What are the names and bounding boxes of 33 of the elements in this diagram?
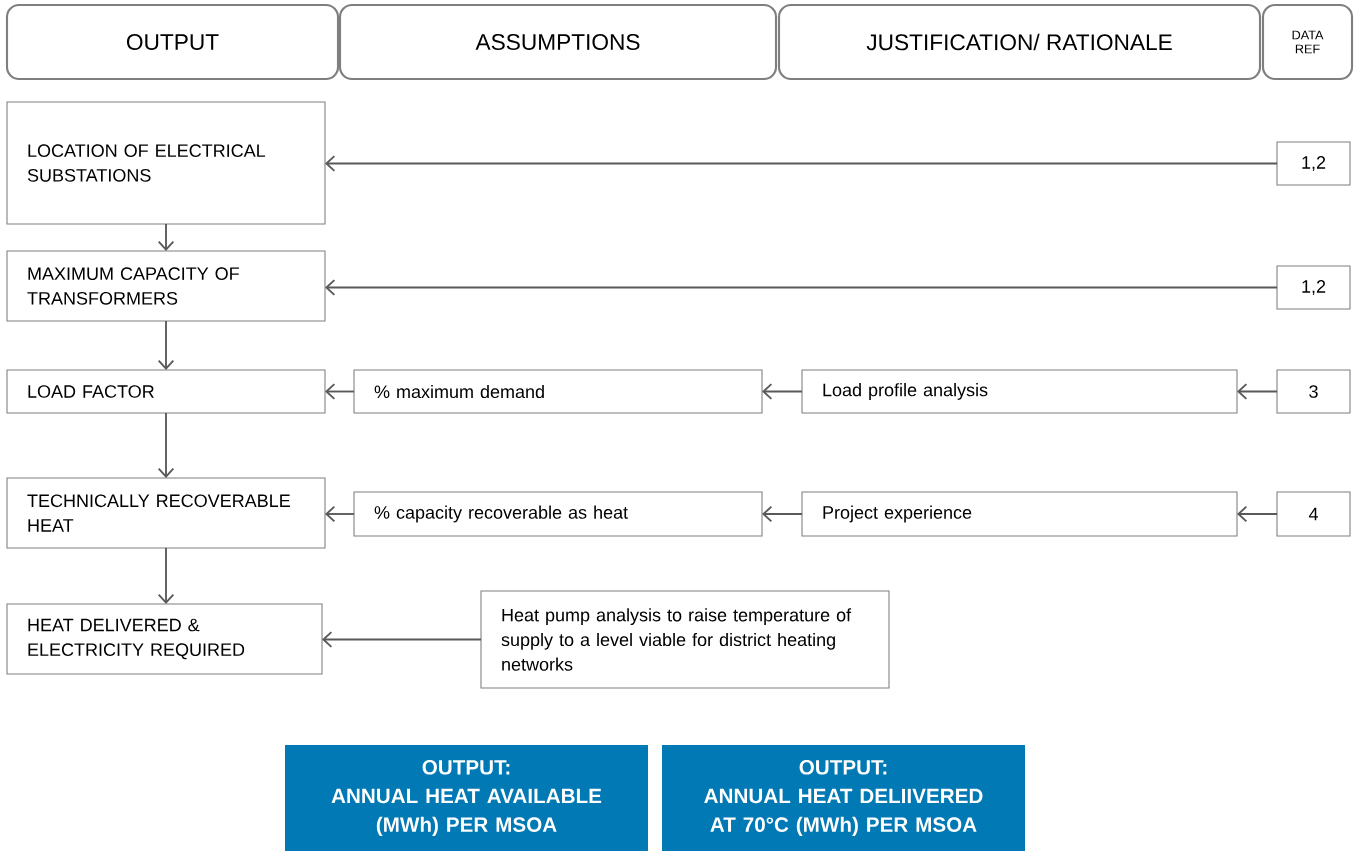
output-box: OUTPUT: ANNUAL HEAT AVAILABLE (MWh) PER MSOA	[285, 745, 648, 851]
column-header: ASSUMPTIONS	[338, 3, 778, 81]
arrow	[1237, 505, 1278, 523]
process-box: MAXIMUM CAPACITY OF TRANSFORMERS	[6, 250, 326, 322]
process-box: Heat pump analysis to raise temperature of supply to a level viable for district heating networks	[480, 590, 890, 689]
column-header: OUTPUT	[5, 3, 340, 81]
arrow	[762, 505, 803, 523]
arrow	[157, 412, 175, 478]
output-box: OUTPUT: ANNUAL HEAT DELIIVERED AT 70°C (MWh) PER MSOA	[662, 745, 1025, 851]
process-box: LOAD FACTOR	[6, 369, 326, 414]
reference-box: 4	[1276, 491, 1351, 537]
arrow	[322, 631, 482, 648]
reference-box: 1,2	[1276, 141, 1351, 186]
process-box: % maximum demand	[353, 369, 763, 414]
arrow	[157, 320, 175, 370]
arrow	[325, 383, 355, 400]
reference-box: 1,2	[1276, 265, 1351, 310]
arrow	[762, 383, 803, 400]
process-box: LOCATION OF ELECTRICAL SUBSTATIONS	[6, 101, 326, 225]
process-box: % capacity recoverable as heat	[353, 491, 763, 537]
process-box: HEAT DELIVERED & ELECTRICITY REQUIRED	[6, 603, 323, 675]
arrow	[157, 547, 175, 604]
arrow	[325, 155, 1278, 172]
process-box: Load profile analysis	[801, 369, 1238, 414]
column-header: DATA REF	[1261, 3, 1354, 81]
arrow	[325, 279, 1278, 296]
arrow	[157, 223, 175, 251]
column-header: JUSTIFICATION/ RATIONALE	[777, 3, 1262, 81]
process-box: TECHNICALLY RECOVERABLE HEAT	[6, 477, 326, 549]
process-box: Project experience	[801, 491, 1238, 537]
arrow	[325, 505, 355, 523]
reference-box: 3	[1276, 369, 1351, 414]
arrow	[1237, 383, 1278, 400]
